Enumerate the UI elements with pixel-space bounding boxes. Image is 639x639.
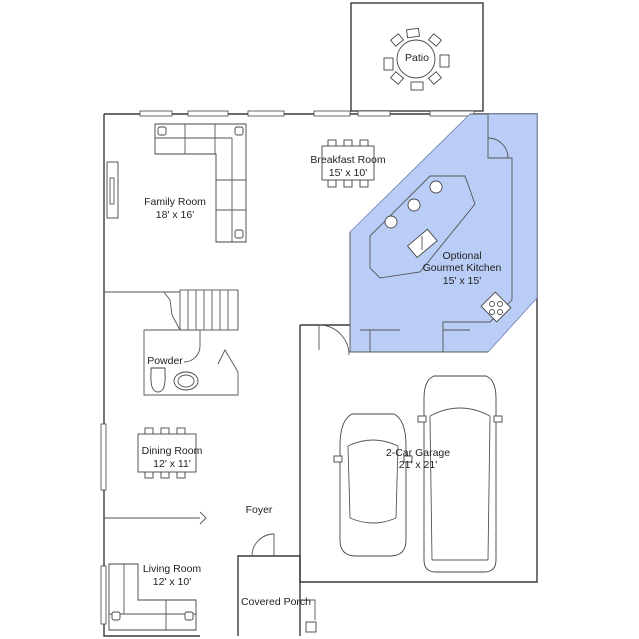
label-covered-porch: Covered Porch <box>241 596 311 608</box>
label-patio: Patio <box>405 52 429 64</box>
patio-area <box>350 2 484 112</box>
garage-car-suv <box>417 375 503 573</box>
living-room-sofa <box>108 563 197 631</box>
staircase <box>163 289 239 331</box>
kitchen-name-line-1: Optional <box>442 250 481 262</box>
exterior-walls <box>100 110 538 637</box>
fireplace <box>106 161 119 219</box>
porch-post <box>305 621 317 633</box>
patio-table <box>383 27 450 91</box>
powder-fixtures <box>150 345 201 393</box>
foyer-doorway <box>199 511 207 525</box>
breakfast-table <box>321 139 375 188</box>
label-powder: Powder <box>147 355 183 367</box>
kitchen-area <box>349 113 538 353</box>
family-room-sofa <box>154 123 247 243</box>
dining-table <box>137 427 197 479</box>
kitchen-name-line-2: Gourmet Kitchen <box>423 262 502 274</box>
label-foyer: Foyer <box>246 504 273 516</box>
garage-car-sedan <box>333 413 413 557</box>
